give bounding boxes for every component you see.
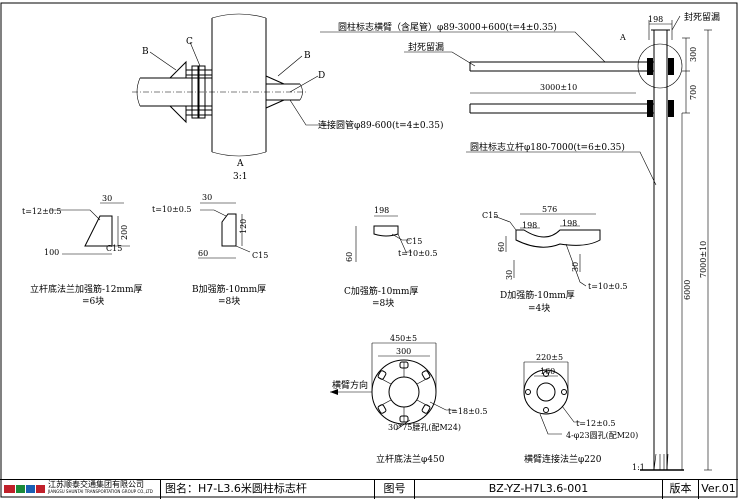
detail-a-title: A [236,159,244,169]
rib-d-count: =4块 [528,302,550,314]
label-c: C [186,37,193,47]
rib-b-dim-30: 30 [202,193,212,202]
arm-direction-label: 横臂方向 [332,379,368,391]
rib-c-caption: C加强筋-10mm厚 [344,285,418,297]
rib-d-thickness: t=10±0.5 [588,282,628,291]
detail-a-scale: 3:1 [233,172,247,182]
rib-b-count: =8块 [218,295,240,307]
rib-b-dim-120: 120 [239,219,248,234]
rib-d-dim-576: 576 [542,205,557,214]
rib-d-dim-60: 60 [497,242,506,252]
detail-a: B C B D 连接圆管φ89-600(t=4±0.35) A 3:1 [132,13,443,182]
rib-c-thickness: t=10±0.5 [398,249,438,258]
company-logo [4,485,45,493]
rib-d-detail: C15 576 198 198 60 30 30 t=10±0.5 D加强筋-1… [482,205,628,314]
dim-700-right: 700 [689,85,698,100]
version-value: Ver.01 [698,479,738,499]
drawing-number: BZ-YZ-H7L3.6-001 [414,479,662,499]
main-pole: 198 300 700 3000±10 7000±10 6000 圆柱标志横臂（… [320,11,720,472]
rib-a-count: =6块 [82,295,104,307]
rib-b-caption: B加强筋-10mm厚 [192,283,266,295]
arm-flange-thickness: t=12±0.5 [576,419,616,428]
dim-7000: 7000±10 [699,241,708,278]
drawing-name: 图名：H7-L3.6米圆柱标志杆 [160,479,374,499]
rib-a-dim-200: 200 [120,225,129,240]
seal-label-top-right: 封死留漏 [684,11,720,23]
base-flange-caption: 立杆底法兰φ450 [376,453,445,465]
label-b-right: B [304,51,311,61]
base-flange-detail: 450±5 300 横臂方向 t=18±0.5 30*75腰孔(配M24) 立杆… [330,334,488,465]
rib-d-dim-30-right: 30 [571,262,580,272]
base-flange-dim-450: 450±5 [390,334,417,343]
rib-d-dim-198-left: 198 [522,221,537,230]
arm-flange-dim-220: 220±5 [536,353,563,362]
rib-b-thickness: t=10±0.5 [152,205,192,214]
rib-d-caption: D加强筋-10mm厚 [500,289,575,301]
drawing-number-label: 图号 [374,479,414,499]
rib-a-c15: C15 [106,244,122,253]
rib-b-c15: C15 [252,251,268,260]
dim-3000: 3000±10 [540,83,577,92]
title-block: 江苏顺泰交通集团有限公司 JIANGSU SHUNTAI TRANSPORTAT… [0,479,738,499]
detail-a-marker: A [619,33,626,42]
rib-a-thickness: t=12±0.5 [22,207,62,216]
scale-1-1: 1:1 [632,463,645,472]
dim-198-top: 198 [648,15,663,24]
rib-c-count: =8块 [372,297,394,309]
version-label: 版本 [662,479,698,499]
base-flange-thickness: t=18±0.5 [448,407,488,416]
dim-300-right: 300 [689,47,698,62]
rib-b-dim-60: 60 [198,249,208,258]
base-flange-holes: 30*75腰孔(配M24) [388,423,461,432]
rib-a-caption: 立杆底法兰加强筋-12mm厚 [30,283,143,295]
seal-label-left: 封死留漏 [408,41,444,53]
rib-d-dim-198-right: 198 [562,219,577,228]
label-b-left: B [142,47,149,57]
company-name: 江苏顺泰交通集团有限公司 JIANGSU SHUNTAI TRANSPORTAT… [48,480,153,494]
arm-flange-caption: 横臂连接法兰φ220 [524,453,602,465]
rib-c-c15: C15 [406,237,422,246]
arm-flange-detail: 220±5 160 t=12±0.5 4-φ23圆孔(配M20) 横臂连接法兰φ… [523,353,638,465]
rib-c-dim-60: 60 [345,252,354,262]
rib-a-dim-30: 30 [102,194,112,203]
pole-title: 圆柱标志立杆φ180-7000(t=6±0.35) [470,141,625,153]
arm-flange-dim-160: 160 [540,367,555,376]
rib-c-detail: 198 60 C15 t=10±0.5 C加强筋-10mm厚 =8块 [344,206,438,309]
rib-a-dim-100: 100 [44,248,59,257]
label-d: D [318,71,325,81]
arm-title: 圆柱标志横臂（含尾管）φ89-3000+600(t=4±0.35) [338,21,557,33]
rib-d-dim-30-left: 30 [505,270,514,280]
rib-b-detail: t=10±0.5 30 120 60 C15 B加强筋-10mm厚 =8块 [152,193,268,307]
base-flange-dim-300: 300 [396,347,411,356]
arm-flange-holes: 4-φ23圆孔(配M20) [566,431,638,440]
connect-tube-label: 连接圆管φ89-600(t=4±0.35) [318,119,443,131]
dim-6000: 6000 [683,280,692,300]
rib-a-detail: t=12±0.5 30 200 100 C15 立杆底法兰加强筋-12mm厚 =… [22,194,143,307]
rib-c-dim-198: 198 [374,206,389,215]
rib-d-c15: C15 [482,211,498,220]
